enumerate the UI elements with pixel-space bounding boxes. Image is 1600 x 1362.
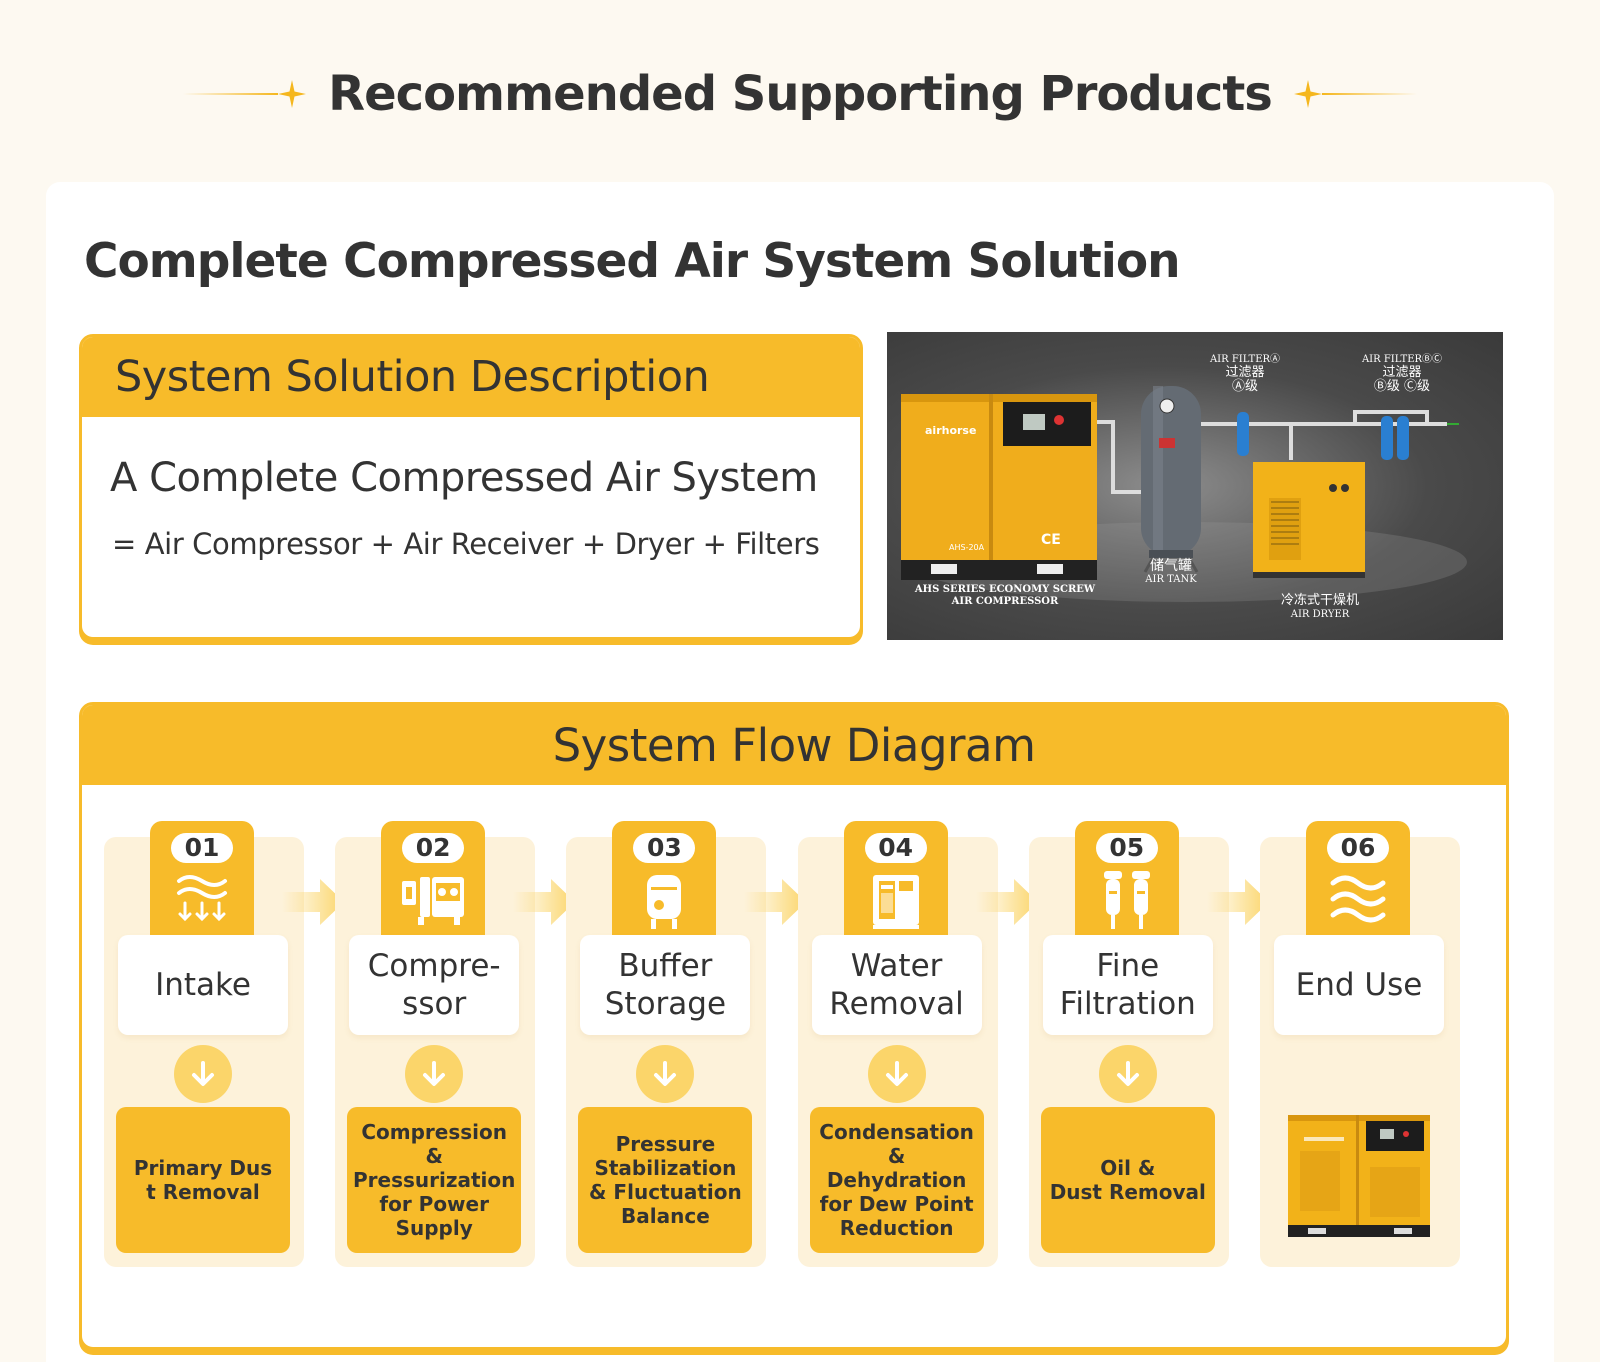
filter-a-image: [1237, 412, 1249, 456]
header-decoration-right: [1293, 80, 1417, 108]
description-line-1: A Complete Compressed Air System: [110, 455, 818, 501]
step-number: 01: [171, 833, 233, 863]
flow-arrow-icon: [282, 877, 346, 927]
svg-text:airhorse: airhorse: [925, 424, 976, 437]
step-stage-label: Water Removal: [811, 935, 982, 1035]
header-decoration-left: [183, 80, 307, 108]
step-badge: 03: [612, 821, 717, 939]
svg-text:AHS-20A: AHS-20A: [949, 543, 985, 552]
step-stage-label: Intake: [118, 935, 288, 1035]
step-number: 05: [1095, 833, 1158, 863]
system-photo: airhorse AHS-20A CE: [887, 332, 1503, 640]
svg-text:CE: CE: [1041, 532, 1061, 548]
step-number: 02: [402, 833, 465, 863]
sparkle-icon: [278, 80, 307, 108]
sparkle-icon: [1293, 80, 1322, 108]
filter-bc-image: [1381, 416, 1409, 460]
filter-bc-label: AIR FILTERⒷⒸ 过滤器 Ⓑ级 Ⓒ级: [1361, 354, 1443, 395]
step-number: 03: [633, 833, 696, 863]
content-card: Complete Compressed Air System Solution …: [46, 182, 1554, 1362]
compressor-label: AHS SERIES ECONOMY SCREW AIR COMPRESSOR: [914, 584, 1096, 607]
tank-icon: [629, 863, 699, 937]
description-formula: = Air Compressor + Air Receiver + Dryer …: [112, 527, 820, 561]
step-result: Primary Dus t Removal: [116, 1107, 290, 1253]
description-heading: System Solution Description: [82, 337, 860, 417]
step-result: Condensation & Dehydration for Dew Point…: [809, 1107, 984, 1253]
step-badge: 04: [843, 821, 948, 939]
filter-icon: [1092, 863, 1162, 937]
step-number: 06: [1327, 833, 1389, 863]
step-stage-label: Buffer Storage: [580, 935, 751, 1035]
flow-arrow-icon: [1206, 877, 1271, 927]
section-header: Recommended Supporting Products: [0, 56, 1600, 132]
flow-diagram-title: System Flow Diagram: [82, 705, 1506, 785]
flow-arrow-icon: [513, 877, 577, 927]
step-stage-label: Compre- ssor: [349, 935, 520, 1035]
dryer-icon: [861, 863, 931, 937]
filter-a-label: AIR FILTERⒶ 过滤器 Ⓐ级: [1209, 354, 1281, 395]
dryer-label: 冷冻式干燥机 AIR DRYER: [1280, 593, 1359, 620]
tank-label: 储气罐 AIR TANK: [1145, 558, 1197, 586]
flow-arrow-icon: [744, 877, 808, 927]
step-result: Pressure Stabilization & Fluctuation Bal…: [578, 1107, 753, 1253]
arrow-down-icon: [636, 1045, 695, 1103]
step-badge: 02: [381, 821, 486, 939]
step-badge: 01: [150, 821, 254, 939]
compressor-image: airhorse AHS-20A CE: [901, 394, 1097, 580]
solution-title: Complete Compressed Air System Solution: [84, 234, 1181, 289]
arrow-down-icon: [174, 1045, 232, 1103]
page-title: Recommended Supporting Products: [328, 66, 1273, 122]
step-number: 04: [864, 833, 927, 863]
step-badge: 06: [1306, 821, 1410, 939]
step-result: Oil & Dust Removal: [1040, 1107, 1215, 1253]
air-dryer-image: [1253, 462, 1365, 578]
step-badge: 05: [1074, 821, 1179, 939]
flow-arrow-icon: [975, 877, 1040, 927]
air-intake-icon: [167, 863, 237, 937]
step-stage-label: Fine Filtration: [1042, 935, 1213, 1035]
air-flow-icon: [1323, 863, 1393, 937]
arrow-down-icon: [1098, 1045, 1157, 1103]
air-tank-image: [1141, 386, 1201, 573]
description-panel: System Solution Description A Complete C…: [79, 334, 863, 640]
arrow-down-icon: [867, 1045, 926, 1103]
step-stage-label: End Use: [1274, 935, 1444, 1035]
step-result: Compression & Pressurization for Power S…: [347, 1107, 522, 1253]
compressor-icon: [398, 863, 468, 937]
arrow-down-icon: [405, 1045, 464, 1103]
